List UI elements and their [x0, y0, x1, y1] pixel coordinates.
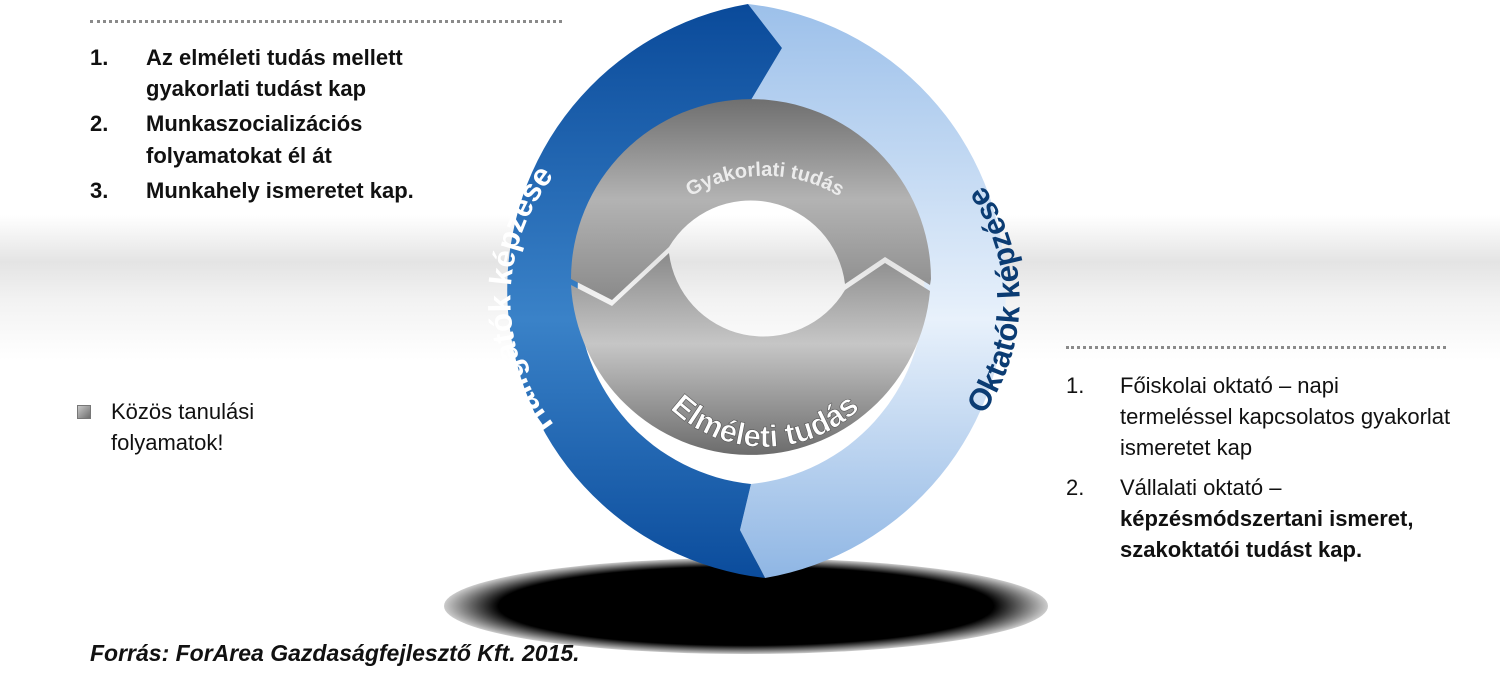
source-citation: Forrás: ForArea Gazdaságfejlesztő Kft. 2… [90, 640, 580, 666]
outer-ring-right-light [740, 4, 1006, 578]
list-text-bold: képzésmódszertani ismeret, szakoktatói t… [1120, 505, 1414, 563]
list-item: 3. Munkahely ismeretet kap. [90, 175, 470, 206]
outer-ring-left-dark [507, 4, 782, 578]
list-text: Munkahely ismeretet kap. [146, 177, 414, 203]
note-text: Közös tanulási folyamatok! [111, 399, 255, 455]
square-bullet-icon [77, 405, 91, 419]
note-box: Közös tanulási folyamatok! [55, 372, 406, 472]
inner-ring-top [571, 99, 931, 300]
list-text: Vállalati oktató – képzésmódszertani ism… [1120, 472, 1451, 566]
list-text: Munkaszocializációs folyamatokat él át [146, 111, 363, 168]
inner-ring-bottom [571, 253, 930, 455]
list-number: 2. [90, 111, 109, 137]
list-number: 3. [90, 177, 109, 203]
right-list: 1. Főiskolai oktató – napi termeléssel ka… [1066, 370, 1451, 573]
ring-shadow [444, 558, 1048, 654]
list-item: 1. Főiskolai oktató – napi termeléssel ka… [1066, 370, 1451, 464]
list-number: 1. [1066, 373, 1085, 398]
list-text-plain: Vállalati oktató – [1120, 474, 1282, 500]
list-number: 2. [1066, 474, 1085, 500]
left-list: 1. Az elméleti tudás mellett gyakorlati t… [90, 42, 470, 210]
list-item: 2. Vállalati oktató – képzésmódszertani i… [1066, 472, 1451, 566]
divider-right [1066, 346, 1446, 349]
list-number: 1. [90, 45, 109, 70]
list-item: 2. Munkaszocializációs folyamatokat él át [90, 108, 470, 170]
list-item: 1. Az elméleti tudás mellett gyakorlati t… [90, 42, 470, 104]
list-text: Az elméleti tudás mellett gyakorlati tud… [146, 45, 403, 102]
list-text: Főiskolai oktató – napi termeléssel kapc… [1120, 373, 1451, 461]
divider-left [90, 20, 562, 23]
